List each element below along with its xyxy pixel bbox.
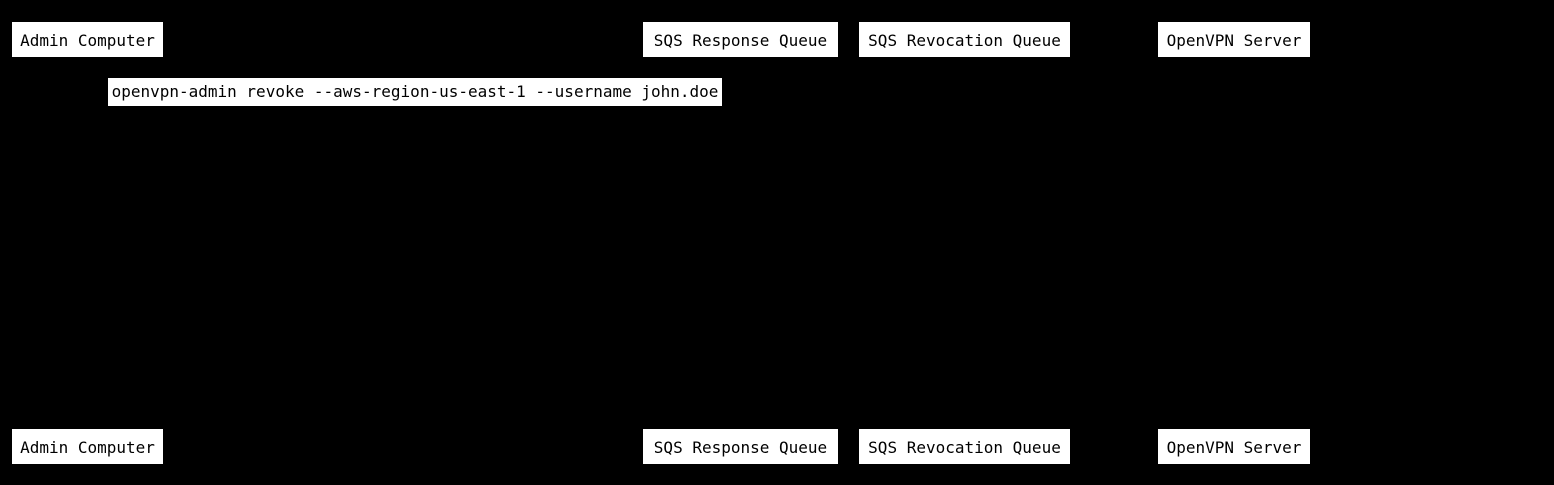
actor-box-sqs-response-queue-top: SQS Response Queue	[643, 22, 838, 57]
actor-box-sqs-revocation-queue-bottom: SQS Revocation Queue	[859, 429, 1070, 464]
actor-box-sqs-revocation-queue-top: SQS Revocation Queue	[859, 22, 1070, 57]
actor-box-sqs-response-queue-bottom: SQS Response Queue	[643, 429, 838, 464]
actor-box-openvpn-server-bottom: OpenVPN Server	[1158, 429, 1310, 464]
message-label-revoke-command: openvpn-admin revoke --aws-region-us-eas…	[108, 78, 722, 106]
actor-box-admin-computer-top: Admin Computer	[12, 22, 163, 57]
lifeline-sqs-response-queue	[740, 57, 741, 429]
lifeline-sqs-revocation-queue	[964, 57, 965, 429]
lifeline-openvpn-server	[1234, 57, 1235, 429]
lifeline-admin-computer	[87, 57, 88, 429]
actor-box-openvpn-server-top: OpenVPN Server	[1158, 22, 1310, 57]
actor-box-admin-computer-bottom: Admin Computer	[12, 429, 163, 464]
